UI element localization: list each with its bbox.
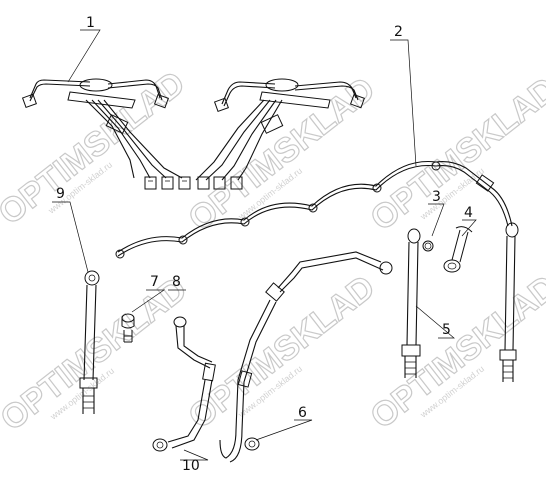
watermark-4: OPTIMSKLAD www.optim-sklad.ru	[0, 269, 195, 439]
watermark-brand-text: OPTIMSKLAD	[182, 268, 383, 436]
part-6-long-hose	[219, 251, 393, 463]
callout-10: 10	[182, 458, 200, 474]
leader-lines	[52, 29, 477, 461]
watermark-brand-text: OPTIMSKLAD	[0, 64, 192, 232]
part-9-hose	[79, 270, 100, 414]
part-10-bent-hose	[152, 316, 216, 452]
watermark-brand-text: OPTIMSKLAD	[364, 268, 546, 436]
watermark-layer: OPTIMSKLAD www.optim-sklad.ru OPTIMSKLAD…	[0, 63, 546, 439]
part-1-pipe-bundle-right	[195, 78, 365, 190]
part-3-hose-left	[401, 228, 421, 378]
watermark-brand-text: OPTIMSKLAD	[364, 70, 546, 238]
callout-6: 6	[298, 405, 307, 421]
part-2-return-line	[115, 160, 519, 382]
watermark-6: OPTIMSKLAD www.optim-sklad.ru	[363, 267, 546, 437]
watermark-5: OPTIMSKLAD www.optim-sklad.ru	[181, 267, 383, 437]
callout-4: 4	[464, 205, 473, 221]
part-7-8-fittings	[121, 313, 135, 343]
callout-2: 2	[394, 24, 403, 40]
part-4-banjo-bolt	[443, 226, 473, 273]
callout-5: 5	[442, 322, 451, 338]
callout-9: 9	[56, 186, 65, 202]
callout-3: 3	[432, 189, 441, 205]
part-1-pipe-bundle-left	[21, 78, 191, 190]
callout-7: 7	[150, 274, 159, 290]
callout-labels: 1 2 3 4 5 6 7 8 9 10	[56, 15, 473, 474]
seal-washer	[422, 240, 434, 252]
watermark-brand-text: OPTIMSKLAD	[0, 270, 194, 438]
callout-1: 1	[86, 15, 95, 31]
watermark-brand-text: OPTIMSKLAD	[182, 70, 383, 238]
callout-8: 8	[172, 274, 181, 290]
watermark-2: OPTIMSKLAD www.optim-sklad.ru	[181, 69, 383, 239]
watermark-3: OPTIMSKLAD www.optim-sklad.ru	[363, 69, 546, 239]
